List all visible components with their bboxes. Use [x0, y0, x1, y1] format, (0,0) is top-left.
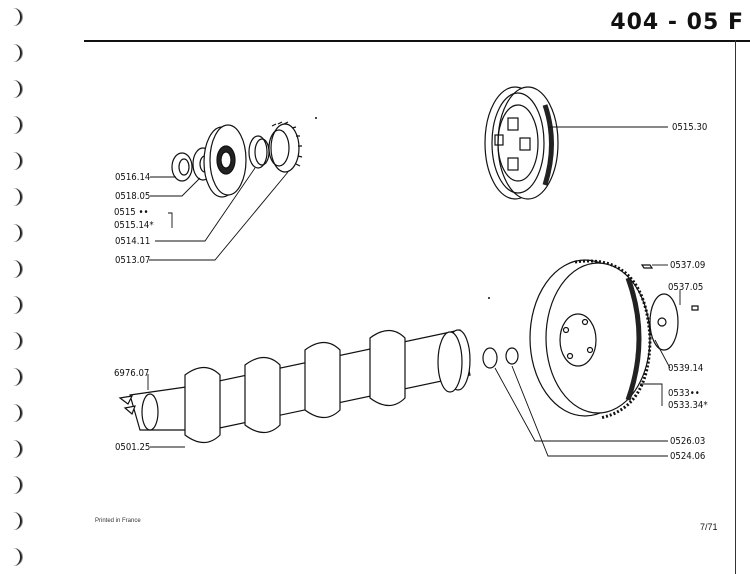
- binding-ring: [6, 224, 22, 242]
- part-label-0537-09: 0537.09: [670, 260, 706, 271]
- right-margin-rule: [735, 40, 736, 574]
- binding-ring: [6, 332, 22, 350]
- printed-in-note: Printed in France: [95, 518, 141, 524]
- binding-ring: [6, 116, 22, 134]
- binding-ring: [6, 368, 22, 386]
- part-label-0524-06: 0524.06: [670, 451, 706, 462]
- page-code: 404 - 05 F: [610, 10, 744, 35]
- binding-ring: [6, 8, 22, 26]
- part-label-6976-07: 6976.07: [114, 368, 150, 379]
- part-label-0516-14: 0516.14: [115, 172, 151, 183]
- part-label-0513-07: 0513.07: [115, 255, 151, 266]
- binding-ring: [6, 476, 22, 494]
- binding-ring: [6, 296, 22, 314]
- page-number: 7/71: [700, 522, 718, 532]
- part-label-0518-05: 0518.05: [115, 191, 151, 202]
- binding-ring: [6, 152, 22, 170]
- binding-ring: [6, 80, 22, 98]
- binding-ring: [6, 548, 22, 566]
- binding-ring: [6, 512, 22, 530]
- part-label-0514-11: 0514.11: [115, 236, 151, 247]
- part-label-0533-34: 0533.34*: [668, 400, 708, 411]
- part-label-0526-03: 0526.03: [670, 436, 706, 447]
- pulley-assembly-drawing: [171, 121, 303, 198]
- flywheel-drawing: [529, 259, 699, 420]
- binding-ring: [6, 260, 22, 278]
- stray-dots: [315, 117, 490, 299]
- spiral-binding: [0, 0, 28, 574]
- damper-pulley-drawing: [484, 86, 559, 200]
- binding-ring: [6, 404, 22, 422]
- part-label-0515: 0515 ••: [114, 207, 149, 218]
- binding-ring: [6, 44, 22, 62]
- part-label-0537-05: 0537.05: [668, 282, 704, 293]
- crankshaft-drawing: [118, 329, 519, 444]
- part-label-0533: 0533••: [668, 388, 700, 399]
- part-label-0539-14: 0539.14: [668, 363, 704, 374]
- leader-lines: [147, 126, 681, 457]
- part-label-0515-30: 0515.30: [672, 122, 708, 133]
- part-label-0515-14: 0515.14*: [114, 220, 154, 231]
- binding-ring: [6, 440, 22, 458]
- header-rule: [84, 40, 750, 42]
- binding-ring: [6, 188, 22, 206]
- part-label-0501-25: 0501.25: [115, 442, 151, 453]
